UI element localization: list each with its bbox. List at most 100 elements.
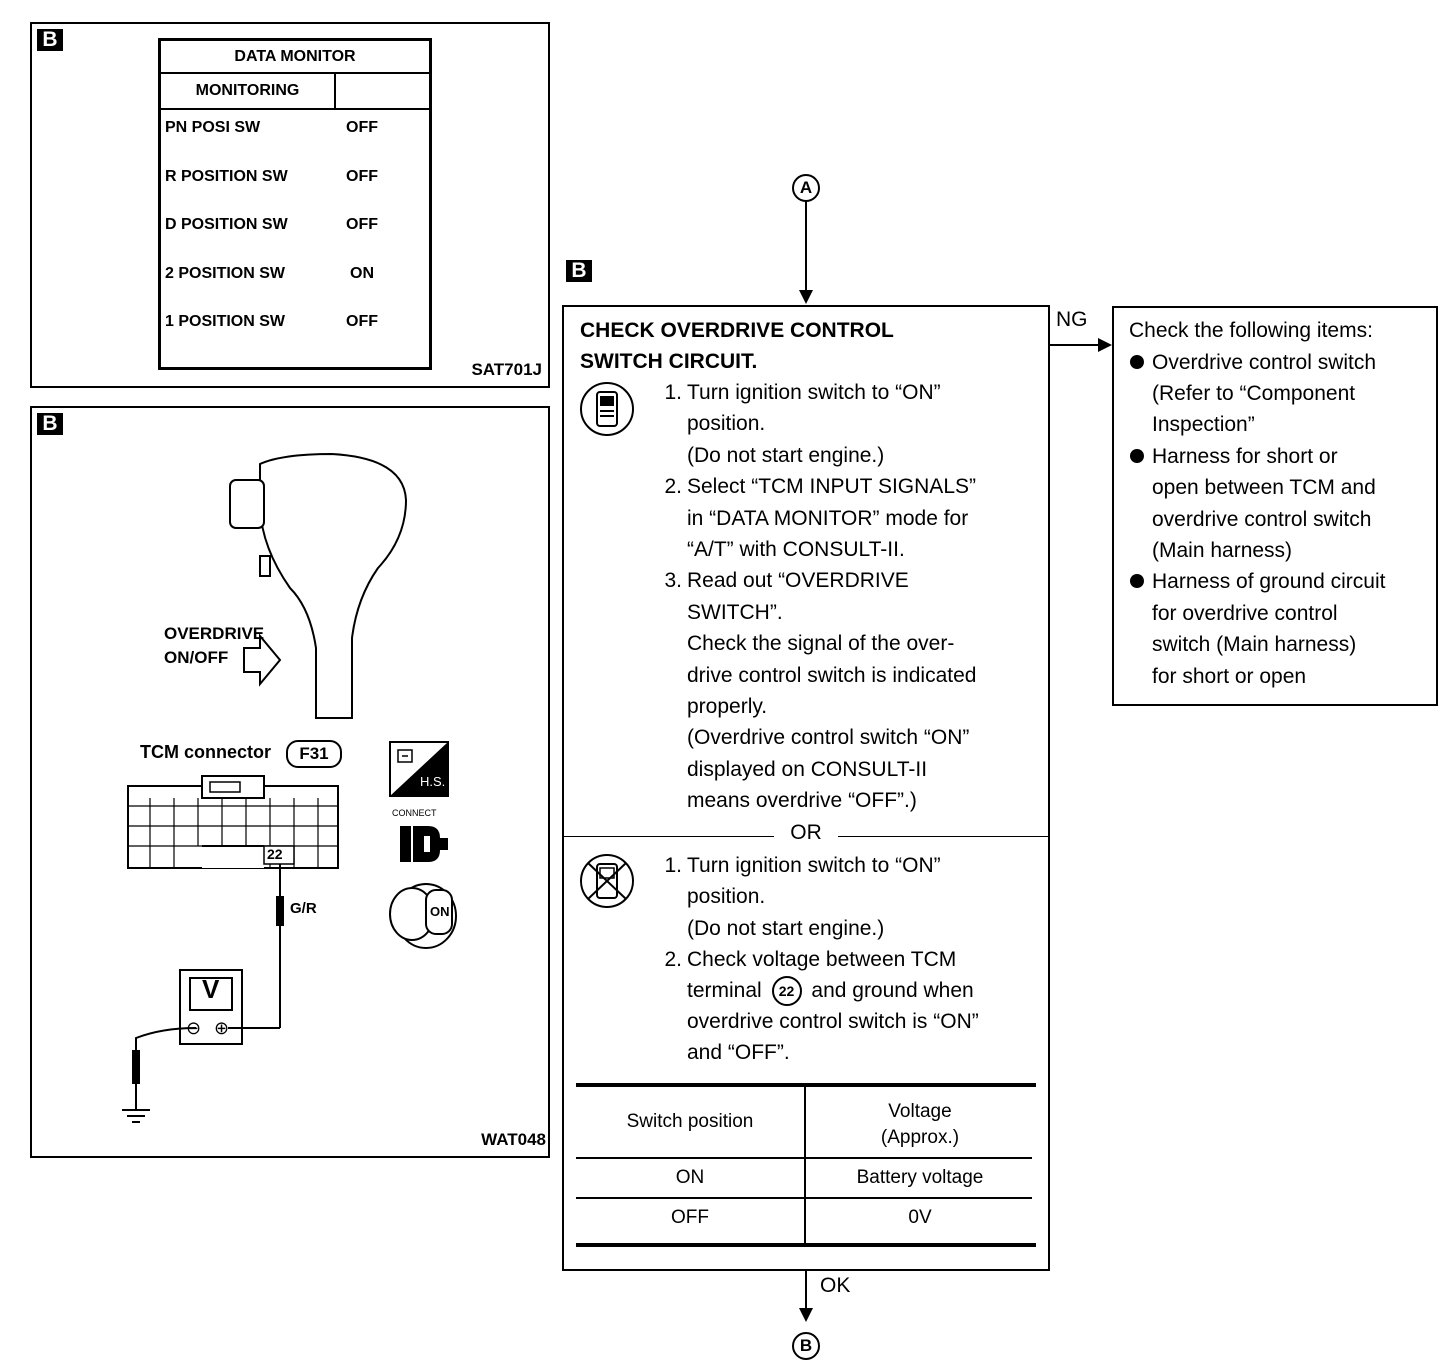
terminal-post: and ground when: [811, 979, 974, 1002]
monitor-subtitle-blank: [336, 74, 429, 110]
table-cell-voltage: Battery voltage: [856, 1167, 984, 1188]
overdrive-switch-nub: [259, 555, 271, 577]
flow-badge: B: [566, 260, 592, 282]
monitor-row-label: 2 POSITION SW: [165, 264, 286, 282]
harness-icon: [389, 741, 449, 797]
section-badge: B: [37, 413, 63, 435]
monitor-row-value: OFF: [346, 216, 378, 233]
meter-minus: ⊖: [186, 1018, 202, 1038]
table-header-voltage: Voltage (Approx.): [806, 1099, 1034, 1151]
figure-code: WAT048: [481, 1130, 546, 1149]
monitor-row-label: D POSITION SW: [165, 216, 288, 233]
ng-item-line: overdrive control switch: [1152, 507, 1372, 531]
overdrive-arrow: [243, 633, 282, 687]
monitor-screen: DATA MONITOR MONITORING PN POSI SW OFF R P…: [158, 38, 432, 370]
connect-icon: [400, 826, 448, 862]
check-box: CHECK OVERDRIVE CONTROL SWITCH CIRCUIT. …: [562, 305, 1050, 1271]
voltage-table: Switch position Voltage (Approx.) ON Bat…: [576, 1083, 1036, 1247]
step-line: Check the signal of the over-: [687, 632, 955, 656]
switch-label-line1: OVERDRIVE: [164, 624, 265, 643]
table-header-voltage-line2: (Approx.): [880, 1127, 960, 1148]
ok-label: OK: [820, 1274, 851, 1297]
end-marker: B: [799, 1336, 813, 1355]
step-line: Turn ignition switch to “ON”: [687, 854, 941, 877]
probe-tip: [276, 896, 284, 926]
step-line: SWITCH”.: [687, 600, 783, 624]
lever-side-button: [229, 479, 265, 529]
step-number: 1.: [664, 854, 682, 877]
step-2-rest: overdrive control switch is “ON” and “OFF…: [654, 1006, 979, 1069]
monitor-subtitle: MONITORING: [161, 74, 336, 110]
figure-code: SAT701J: [471, 360, 542, 379]
step-item: 2.Check voltage between TCM: [654, 944, 956, 975]
step-line: (Overdrive control switch “ON”: [687, 726, 970, 750]
bullet-icon: [1130, 574, 1144, 589]
circuit-drawing: [122, 452, 457, 1123]
ng-item-line: Harness of ground circuit: [1152, 570, 1386, 594]
monitor-row-label: R POSITION SW: [165, 167, 288, 185]
monitor-title: DATA MONITOR: [161, 41, 429, 74]
start-marker: A: [799, 178, 813, 197]
step-number: 3.: [664, 569, 682, 593]
connector-label: TCM connector: [140, 742, 272, 762]
ng-item-line: for overdrive control: [1152, 601, 1338, 625]
step-line: “A/T” with CONSULT-II.: [687, 538, 905, 561]
ignition-key-icon: [389, 883, 457, 949]
ng-check-box: Check the following items: Overdrive con…: [1112, 306, 1438, 706]
ng-item-line: Inspection”: [1152, 413, 1255, 437]
key-icon-label: ON: [430, 904, 450, 919]
or-divider-right: [838, 836, 1048, 837]
step-line: position.: [687, 885, 766, 909]
step-line: (Do not start engine.): [687, 443, 885, 467]
step-number: 1.: [664, 381, 682, 404]
bullet-icon: [1130, 448, 1144, 463]
section-badge: B: [37, 29, 63, 51]
table-cell-voltage: 0V: [908, 1207, 932, 1228]
overdrive-switch-label: OVERDRIVE ON/OFF: [164, 622, 264, 670]
ng-item-line: Overdrive control switch: [1152, 350, 1377, 374]
step-number: 2.: [664, 948, 682, 972]
hs-icon-label: H.S.: [420, 774, 446, 789]
consult-tool-icon: [580, 382, 634, 436]
or-divider-left: [564, 836, 774, 837]
or-label: OR: [790, 821, 822, 844]
step-line: in “DATA MONITOR” mode for: [687, 506, 969, 530]
terminal-number: 22: [267, 846, 283, 862]
step-line: properly.: [687, 695, 768, 719]
meter-plus: ⊕: [214, 1018, 230, 1038]
circuit-figure: B: [30, 406, 550, 1158]
connector-id: F31: [286, 740, 342, 768]
table-header-voltage-line1: Voltage: [888, 1101, 952, 1122]
monitor-row-label: PN POSI SW: [165, 119, 261, 136]
terminal-pre: terminal: [687, 979, 762, 1002]
step-line: Check voltage between TCM: [687, 948, 957, 972]
monitor-row-label: 1 POSITION SW: [165, 313, 286, 330]
step-item: 1.Turn ignition switch to “ON”position.(…: [654, 850, 941, 944]
step-line: and “OFF”.: [687, 1041, 790, 1065]
step-line: overdrive control switch is “ON”: [687, 1010, 979, 1033]
data-monitor-figure: B DATA MONITOR MONITORING PN POSI SW OFF R…: [30, 22, 550, 388]
connect-icon-label: CONNECT: [392, 808, 437, 818]
ng-label: NG: [1056, 308, 1088, 331]
step-line: Select “TCM INPUT SIGNALS”: [687, 475, 976, 499]
ng-item-line: switch (Main harness): [1152, 633, 1357, 657]
check-title-line1: CHECK OVERDRIVE CONTROL: [580, 319, 894, 342]
ng-item-line: Harness for short or: [1152, 444, 1338, 468]
bullet-icon: [1130, 354, 1144, 369]
step-item: 1.Turn ignition switch to “ON”position.(…: [654, 377, 940, 471]
table-cell-switch: ON: [675, 1167, 705, 1188]
table-header-switch: Switch position: [626, 1111, 754, 1132]
ground-probe: [132, 1050, 140, 1084]
terminal-number-circled: 22: [771, 976, 802, 1007]
ng-item-line: for short or open: [1152, 664, 1307, 688]
step-line: position.: [687, 412, 766, 436]
table-cell-switch: OFF: [671, 1207, 709, 1228]
check-title: CHECK OVERDRIVE CONTROL SWITCH CIRCUIT.: [580, 315, 894, 377]
step-number: 2.: [664, 475, 682, 499]
voltmeter-symbol: V: [202, 974, 220, 1004]
monitor-row-value: ON: [350, 264, 374, 282]
wire-color: G/R: [290, 900, 317, 917]
ng-heading: Check the following items:: [1129, 319, 1373, 342]
step-line: displayed on CONSULT-II: [687, 757, 928, 781]
